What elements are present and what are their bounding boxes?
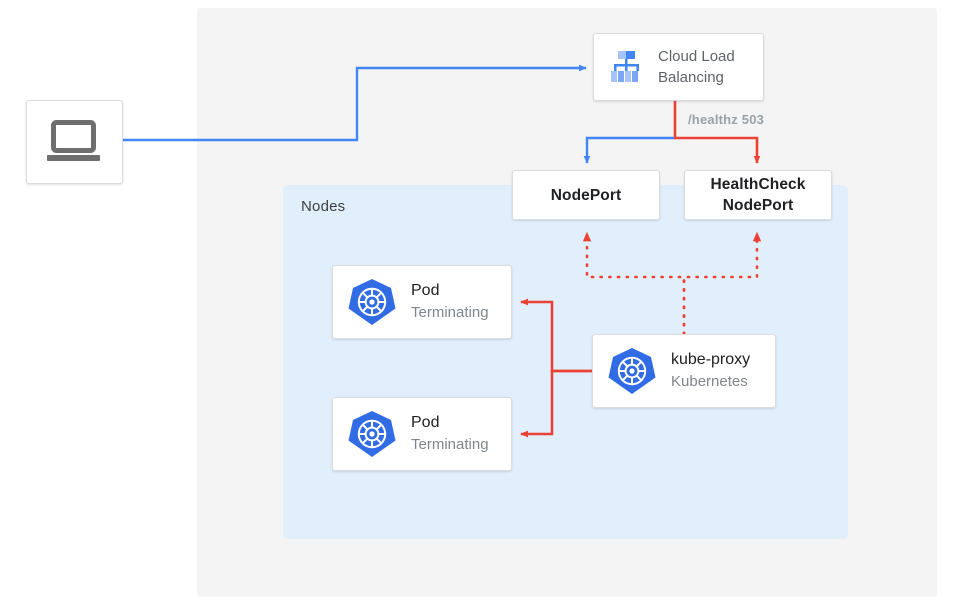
- kubernetes-icon: [348, 279, 396, 325]
- pod-node-1[interactable]: Pod Terminating: [332, 265, 512, 339]
- nodeport-label: NodePort: [550, 186, 622, 204]
- laptop-icon: [46, 120, 100, 161]
- pod-title-2: Pod: [411, 414, 440, 431]
- pod-status-2: Terminating: [411, 436, 489, 453]
- cloud-load-balancing-label: Cloud Load Balancing: [658, 46, 735, 88]
- kubernetes-icon: [608, 348, 656, 394]
- healthcheck-nodeport-label-line1: HealthCheck: [710, 176, 806, 193]
- healthcheck-nodeport-label-line2: NodePort: [722, 197, 794, 214]
- pod-node-2[interactable]: Pod Terminating: [332, 397, 512, 471]
- client-node[interactable]: [26, 100, 123, 184]
- cloud-load-balancing-label-line2: Balancing: [658, 69, 724, 86]
- nodes-panel-label: Nodes: [301, 198, 346, 215]
- healthcheck-nodeport-label: HealthCheck NodePort: [711, 174, 806, 216]
- nodeport-node[interactable]: NodePort: [512, 170, 660, 220]
- kube-proxy-text: kube-proxy Kubernetes: [671, 349, 750, 393]
- healthcheck-nodeport-node[interactable]: HealthCheck NodePort: [684, 170, 832, 220]
- kube-proxy-subtitle: Kubernetes: [671, 373, 748, 390]
- kubernetes-icon: [348, 411, 396, 457]
- pod-title-1: Pod: [411, 282, 440, 299]
- cloud-load-balancing-node[interactable]: Cloud Load Balancing: [593, 33, 764, 101]
- pod-text-1: Pod Terminating: [411, 280, 489, 324]
- healthz-status-label: /healthz 503: [688, 112, 765, 127]
- pod-text-2: Pod Terminating: [411, 412, 489, 456]
- cloud-load-balancing-icon: [611, 51, 639, 82]
- cloud-load-balancing-label-line1: Cloud Load: [658, 48, 735, 65]
- kube-proxy-title: kube-proxy: [671, 351, 751, 368]
- kube-proxy-node[interactable]: kube-proxy Kubernetes: [592, 334, 776, 408]
- pod-status-1: Terminating: [411, 304, 489, 321]
